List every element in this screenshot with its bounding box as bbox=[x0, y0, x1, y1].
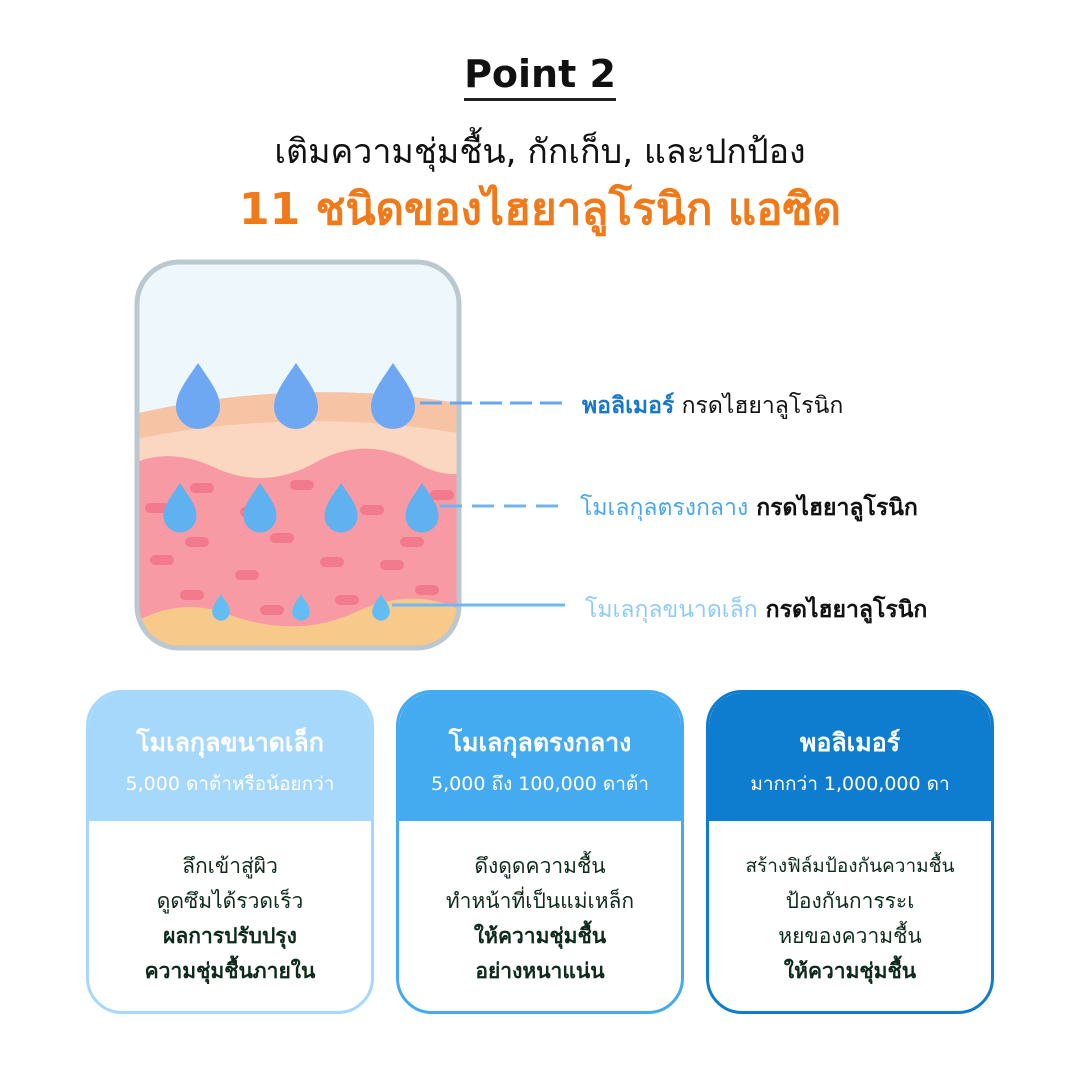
illustration-frame bbox=[134, 259, 462, 651]
card-line: ทำหน้าที่เป็นแม่เหล็ก bbox=[445, 889, 635, 913]
card-line: ดึงดูดความชื้น bbox=[474, 854, 606, 878]
subtitle: เติมความชุ่มชื้น, กักเก็บ, และปกป้อง bbox=[274, 132, 806, 172]
label-polymer: พอลิเมอร์ กรดไฮยาลูโรนิก bbox=[582, 388, 843, 424]
label-type: โมเลกุลตรงกลาง bbox=[580, 495, 749, 521]
card-size: 5,000 ถึง 100,000 ดาต้า bbox=[431, 773, 649, 795]
point-title: Point 2 bbox=[0, 52, 1080, 101]
card-bold-line: ความชุ่มชื้นภายใน bbox=[144, 959, 316, 983]
card-body: สร้างฟิล์มป้องกันความชื้น ป้องกันการระเ … bbox=[709, 821, 991, 989]
card-header: โมเลกุลตรงกลาง 5,000 ถึง 100,000 ดาต้า bbox=[399, 693, 681, 821]
card-bold-line: ให้ความชุ่มชื้น bbox=[783, 959, 917, 983]
card-medium-molecule: โมเลกุลตรงกลาง 5,000 ถึง 100,000 ดาต้า ด… bbox=[396, 690, 684, 1014]
card-bold-line: ผลการปรับปรุง bbox=[163, 924, 297, 948]
label-suffix: กรดไฮยาลูโรนิก bbox=[748, 495, 918, 521]
card-small-molecule: โมเลกุลขนาดเล็ก 5,000 ดาต้าหรือน้อยกว่า … bbox=[86, 690, 374, 1014]
card-header: โมเลกุลขนาดเล็ก 5,000 ดาต้าหรือน้อยกว่า bbox=[89, 693, 371, 821]
headline: 11 ชนิดของไฮยาลูโรนิก แอซิด bbox=[238, 184, 841, 235]
card-header: พอลิเมอร์ มากกว่า 1,000,000 ดา bbox=[709, 693, 991, 821]
card-line: สร้างฟิล์มป้องกันความชื้น bbox=[745, 855, 955, 877]
skin-illustration bbox=[134, 259, 565, 651]
card-size: มากกว่า 1,000,000 ดา bbox=[750, 773, 950, 795]
card-body: ดึงดูดความชื้น ทำหน้าที่เป็นแม่เหล็ก ให้… bbox=[399, 821, 681, 989]
label-type: พอลิเมอร์ bbox=[582, 393, 675, 419]
card-line: หยของความชื้น bbox=[778, 924, 922, 948]
card-line: ดูดซึมได้รวดเร็ว bbox=[156, 889, 304, 913]
label-small: โมเลกุลขนาดเล็ก กรดไฮยาลูโรนิก bbox=[585, 592, 927, 628]
card-polymer: พอลิเมอร์ มากกว่า 1,000,000 ดา สร้างฟิล์… bbox=[706, 690, 994, 1014]
card-body: ลึกเข้าสู่ผิว ดูดซึมได้รวดเร็ว ผลการปรับ… bbox=[89, 821, 371, 989]
label-type: โมเลกุลขนาดเล็ก bbox=[585, 597, 758, 623]
label-suffix: กรดไฮยาลูโรนิก bbox=[757, 597, 928, 623]
card-line: ป้องกันการระเ bbox=[785, 889, 915, 913]
label-medium: โมเลกุลตรงกลาง กรดไฮยาลูโรนิก bbox=[580, 490, 918, 526]
card-title: โมเลกุลตรงกลาง bbox=[448, 728, 632, 757]
card-title: โมเลกุลขนาดเล็ก bbox=[136, 728, 324, 757]
card-size: 5,000 ดาต้าหรือน้อยกว่า bbox=[125, 773, 335, 795]
card-bold-line: ให้ความชุ่มชื้น bbox=[473, 924, 607, 948]
card-bold-line: อย่างหนาแน่น bbox=[475, 959, 605, 983]
label-suffix: กรดไฮยาลูโรนิก bbox=[674, 393, 844, 419]
point-title-text: Point 2 bbox=[464, 52, 616, 101]
card-line: ลึกเข้าสู่ผิว bbox=[182, 854, 278, 878]
card-title: พอลิเมอร์ bbox=[799, 728, 901, 757]
